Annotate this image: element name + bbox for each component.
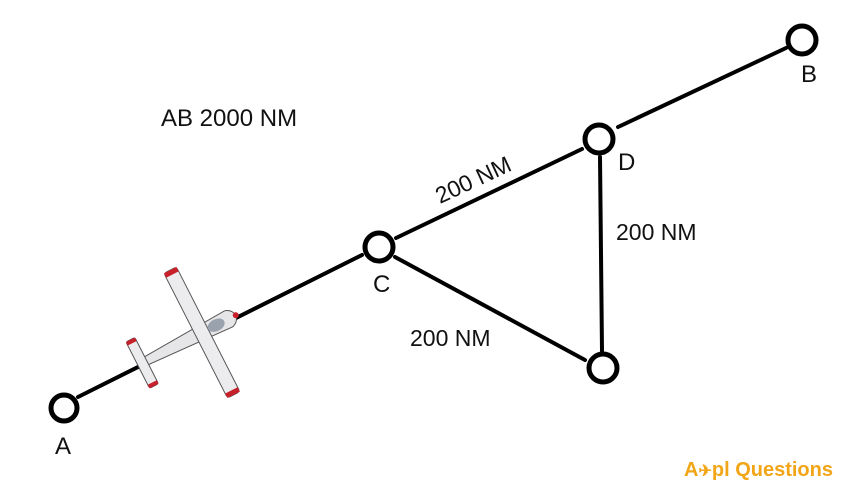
light-aircraft-icon [125,266,240,399]
branding-suffix: pl Questions [712,459,833,481]
branding-prefix: A [684,459,698,481]
waypoint-nodes [48,23,819,424]
route-segment-c-d [394,147,584,240]
distance-label-d-lower: 200 NM [616,219,697,245]
waypoint-c [362,230,396,264]
waypoint-b [785,23,819,57]
route-segment-d-lower [598,155,604,353]
distance-ab-title: AB 2000 NM [161,105,297,132]
waypoint-lower [586,351,620,385]
label-node-a: A [55,433,71,460]
label-node-b: B [801,61,817,88]
label-node-d: D [618,149,635,176]
branding-logo: A✈pl Questions [684,459,833,481]
label-node-c: C [373,271,390,298]
route-segment-d-b [616,46,788,129]
branding-plane-glyph: ✈ [698,463,711,480]
waypoint-a [48,392,80,424]
distance-label-c-lower: 200 NM [410,325,491,351]
route-segment-c-lower [393,255,587,362]
waypoint-d [582,122,616,156]
